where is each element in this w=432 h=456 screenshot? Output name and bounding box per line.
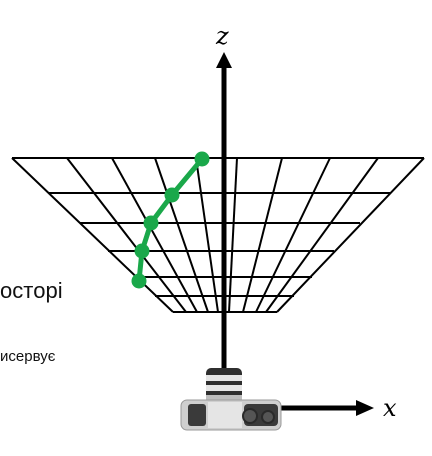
- trajectory-point: [143, 215, 159, 231]
- grid-line: [154, 157, 209, 313]
- grid-line: [111, 157, 198, 313]
- grid-line: [11, 157, 174, 313]
- grid-line: [255, 157, 331, 313]
- grid-line: [242, 157, 283, 313]
- grid-line: [195, 157, 219, 313]
- cut-off-caption: исервує: [0, 348, 56, 365]
- z-axis-arrowhead: [216, 52, 232, 68]
- grid-line: [276, 157, 425, 313]
- x-axis-arrowhead: [356, 400, 374, 416]
- cut-off-text: остopі: [0, 278, 63, 303]
- trajectory-point: [131, 273, 147, 289]
- grid-line: [66, 157, 187, 313]
- camera-icon: [180, 368, 282, 431]
- trajectory: [131, 151, 210, 289]
- grid-line: [265, 157, 379, 313]
- z-axis-label: z: [215, 22, 229, 50]
- trajectory-point: [164, 187, 180, 203]
- trajectory-point: [134, 243, 150, 259]
- grid-line: [228, 157, 238, 313]
- perspective-grid: [11, 157, 425, 313]
- x-axis-label: x: [383, 394, 397, 422]
- trajectory-point: [194, 151, 210, 167]
